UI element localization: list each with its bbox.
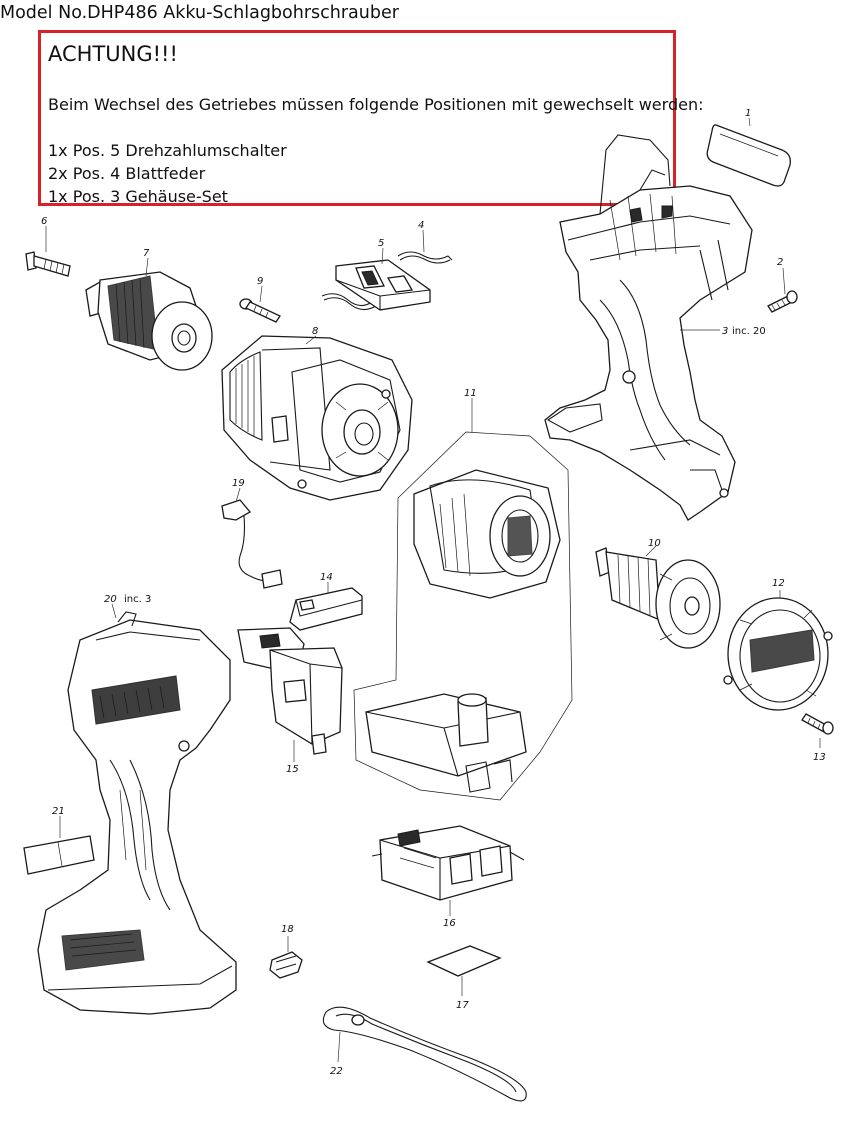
label-part-11: 11 — [464, 388, 477, 399]
warning-heading: ACHTUNG!!! — [48, 42, 178, 66]
label-part-15: 15 — [286, 764, 299, 775]
label-part-1: 1 — [745, 108, 751, 119]
part-21-name-plate — [23, 835, 95, 875]
part-5-speed-switch — [335, 259, 431, 311]
part-9-screw — [239, 298, 281, 323]
part-2-screw — [767, 290, 798, 313]
warning-line-2: 2x Pos. 4 Blattfeder — [48, 164, 206, 183]
label-part-20: 20 — [104, 594, 117, 605]
label-part-2: 2 — [777, 257, 783, 268]
leader-lines — [45, 117, 821, 1063]
label-part-20-note: inc. 3 — [124, 594, 151, 605]
label-part-14: 14 — [320, 572, 333, 583]
label-part-6: 6 — [41, 216, 47, 227]
warning-line-3: 1x Pos. 3 Gehäuse-Set — [48, 187, 228, 206]
label-part-13: 13 — [813, 752, 826, 763]
warning-box: ACHTUNG!!! Beim Wechsel des Getriebes mü… — [38, 30, 703, 206]
label-part-3: 3 — [722, 326, 728, 337]
label-part-19: 19 — [232, 478, 245, 489]
label-part-12: 12 — [772, 578, 785, 589]
part-15-switch — [237, 627, 343, 755]
part-12-fan-cover — [723, 597, 833, 711]
part-1-label-plate — [706, 124, 791, 187]
page-title: Model No.DHP486 Akku-Schlagbohrschrauber — [0, 3, 399, 23]
part-8-gear-assembly — [221, 335, 413, 501]
label-part-17: 17 — [456, 1000, 469, 1011]
label-part-8: 8 — [312, 326, 318, 337]
part-10-armature — [595, 547, 721, 649]
label-part-16: 16 — [443, 918, 456, 929]
label-part-3-note: inc. 20 — [732, 326, 766, 337]
part-4-leaf-spring — [321, 251, 453, 311]
part-11-stator-controller-group — [353, 431, 573, 801]
part-18-clip — [269, 951, 303, 979]
label-part-22: 22 — [330, 1066, 343, 1077]
part-3-housing-set — [544, 134, 753, 521]
label-part-10: 10 — [648, 538, 661, 549]
part-17-insulation-sheet — [426, 945, 502, 977]
part-14-led-circuit — [289, 587, 363, 631]
part-16-terminal — [371, 825, 525, 901]
part-20-housing-half — [37, 611, 237, 1015]
part-22-strap — [322, 1006, 527, 1102]
part-19-lead-wire — [221, 499, 283, 589]
warning-line-1: 1x Pos. 5 Drehzahlumschalter — [48, 141, 287, 160]
label-part-9: 9 — [257, 276, 263, 287]
part-13-screw — [801, 713, 834, 735]
label-part-7: 7 — [143, 248, 150, 259]
part-7-drill-chuck — [85, 271, 213, 371]
label-part-18: 18 — [281, 924, 294, 935]
label-part-4: 4 — [418, 220, 424, 231]
part-6-bolt — [25, 251, 71, 277]
label-part-21: 21 — [52, 806, 65, 817]
label-part-5: 5 — [378, 238, 384, 249]
part-number-labels: 1 2 3 inc. 20 4 5 6 7 8 9 10 11 12 13 14… — [41, 108, 826, 1077]
warning-message: Beim Wechsel des Getriebes müssen folgen… — [48, 95, 704, 114]
